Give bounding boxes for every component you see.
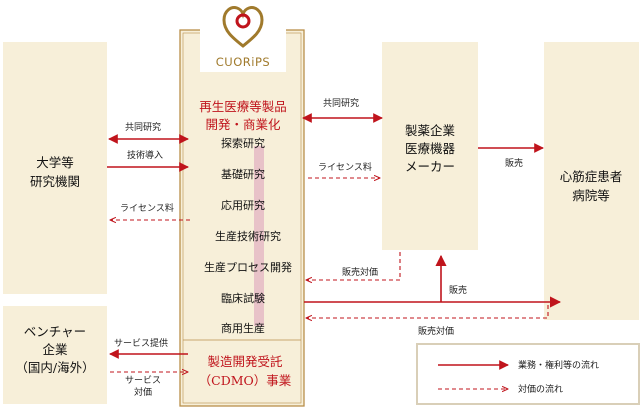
sales-pharma-patients-label: 販売 xyxy=(505,157,523,169)
sales-consideration-pharma-label: 販売対価 xyxy=(342,266,378,278)
cuorips-logo: CUORiPS xyxy=(200,0,286,72)
venture-box xyxy=(3,306,107,404)
pharma-label-line: 医療機器 xyxy=(405,141,456,156)
logo-wordmark: CUORiPS xyxy=(216,55,270,69)
center-title-line: 再生医療等製品 xyxy=(199,99,287,114)
stage-item: 探索研究 xyxy=(221,136,265,150)
patients-label-line: 病院等 xyxy=(572,188,610,203)
legend-dashed-label: 対価の流れ xyxy=(518,383,563,395)
license-fee-pharma-label: ライセンス料 xyxy=(318,161,372,173)
stage-progress-bar xyxy=(254,146,264,326)
patients-label: 心筋症患者 病院等 xyxy=(560,169,623,203)
pharma-label: 製薬企業 医療機器 メーカー xyxy=(405,123,456,174)
service-consideration-label: サービス xyxy=(125,375,161,386)
sales-consideration-pharma-arrow xyxy=(306,252,401,280)
pharma-label-line: 製薬企業 xyxy=(405,123,456,138)
sales-consideration-patients-label: 販売対価 xyxy=(418,325,454,337)
stage-item: 生産プロセス開発 xyxy=(204,260,292,274)
sales-center-label: 販売 xyxy=(449,284,467,296)
service-provision-label: サービス提供 xyxy=(114,337,168,349)
university-label: 大学等 研究機関 xyxy=(30,155,80,189)
venture-label: ベンチャー 企業 （国内/海外） xyxy=(15,324,94,375)
university-box xyxy=(3,42,107,294)
pharma-box xyxy=(382,42,478,250)
legend-box xyxy=(416,343,640,405)
tech-transfer-label: 技術導入 xyxy=(127,149,163,161)
license-fee-uni-label: ライセンス料 xyxy=(120,202,174,214)
center-title-line: 開発・商業化 xyxy=(205,117,281,132)
center-title: 再生医療等製品 開発・商業化 xyxy=(199,99,287,132)
stage-item: 応用研究 xyxy=(221,198,265,212)
heart-ring-logo-icon xyxy=(222,6,264,48)
patients-label-line: 心筋症患者 xyxy=(560,169,623,184)
stage-item: 生産技術研究 xyxy=(215,229,281,243)
cdmo-label-line: （CDMO）事業 xyxy=(199,373,292,388)
stage-list: 探索研究 基礎研究 応用研究 生産技術研究 生産プロセス開発 臨床試験 商用生産 xyxy=(204,136,292,335)
pharma-label-line: メーカー xyxy=(405,159,455,174)
joint-research-uni-label: 共同研究 xyxy=(125,121,161,133)
legend-solid-label: 業務・権利等の流れ xyxy=(518,359,599,371)
venture-label-line: 企業 xyxy=(42,342,68,357)
venture-label-line: （国内/海外） xyxy=(15,360,94,375)
patients-box xyxy=(544,42,639,320)
service-consideration-label: 対価 xyxy=(134,386,152,398)
joint-research-pharma-label: 共同研究 xyxy=(323,97,359,109)
center-column xyxy=(179,29,305,407)
venture-label-line: ベンチャー xyxy=(24,324,86,339)
legend: 業務・権利等の流れ 対価の流れ xyxy=(416,343,640,405)
stage-item: 基礎研究 xyxy=(221,167,265,181)
cdmo-label: 製造開発受託 （CDMO）事業 xyxy=(199,354,292,388)
cdmo-label-line: 製造開発受託 xyxy=(207,354,283,369)
stage-item: 商用生産 xyxy=(221,321,265,335)
sales-consideration-patients-arrow xyxy=(306,305,549,318)
university-label-line: 大学等 xyxy=(36,155,74,170)
university-label-line: 研究機関 xyxy=(30,174,80,189)
stage-item: 臨床試験 xyxy=(221,291,265,305)
